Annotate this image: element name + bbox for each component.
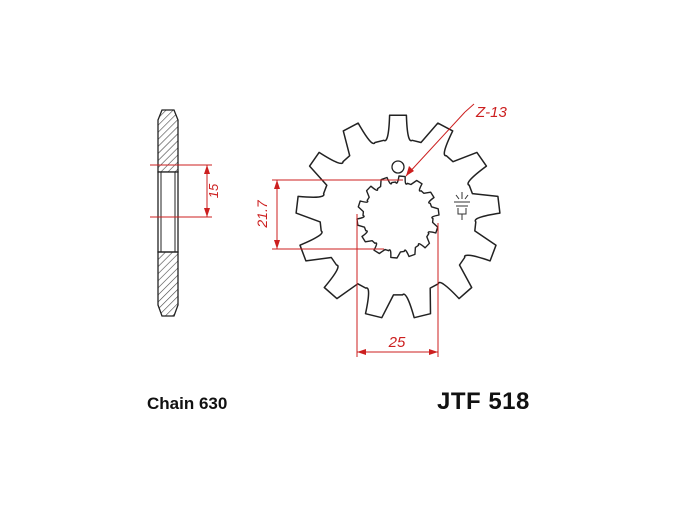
tooth-count-shelf [464, 103, 475, 113]
mounting-hole [391, 160, 405, 174]
bore-arrow-right [429, 349, 438, 355]
bore-width-label: 25 [388, 334, 406, 351]
tooth-count-label: Z-13 [475, 104, 508, 121]
profile-upper-hatch [157, 109, 179, 173]
hammer-logo-icon [454, 192, 470, 220]
side-profile-view [157, 109, 179, 317]
hub-width-dimension: 15 [150, 164, 221, 218]
tooth-count-callout: Z-13 [405, 103, 508, 177]
hub-arrow-top [204, 165, 210, 174]
hub-width-label: 15 [206, 183, 221, 198]
sprocket-outline [295, 114, 501, 319]
bore-width-dimension: 25 [356, 214, 439, 357]
spline-diameter-dimension: 21.7 [254, 179, 403, 250]
hub-arrow-bottom [204, 208, 210, 217]
chain-size-caption: Chain 630 [147, 394, 228, 413]
spline-arrow-bottom [274, 240, 280, 249]
model-number-caption: JTF 518 [437, 388, 530, 415]
tooth-count-leader [405, 111, 466, 177]
spline-arrow-top [274, 180, 280, 189]
profile-lower-hatch [157, 251, 179, 317]
spline-bore-outline [356, 175, 440, 259]
spline-diameter-label: 21.7 [254, 199, 270, 228]
sprocket-front-view [295, 114, 501, 319]
tooth-count-arrow [406, 166, 414, 176]
bore-arrow-left [357, 349, 366, 355]
